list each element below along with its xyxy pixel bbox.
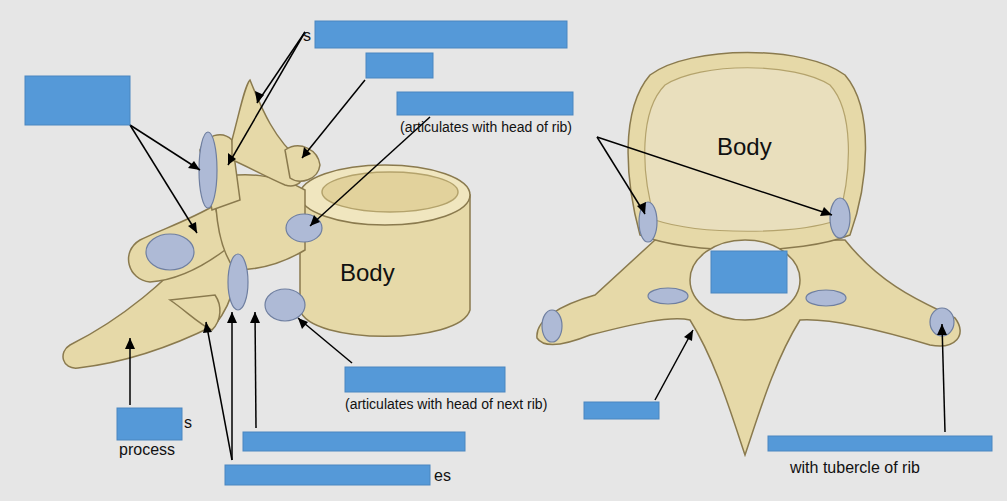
note-text: (articulates with head of next rib) [345, 397, 547, 412]
part-name: Body [717, 134, 772, 160]
label-fragment: es [434, 467, 451, 485]
part-name: Body [340, 260, 395, 286]
note-text: with tubercle of rib [790, 459, 920, 477]
note-text: (articulates with head of rib) [400, 120, 572, 135]
label-fragment: s [184, 414, 192, 432]
label-fragment: s [303, 27, 311, 45]
label-fragment: process [119, 441, 175, 459]
